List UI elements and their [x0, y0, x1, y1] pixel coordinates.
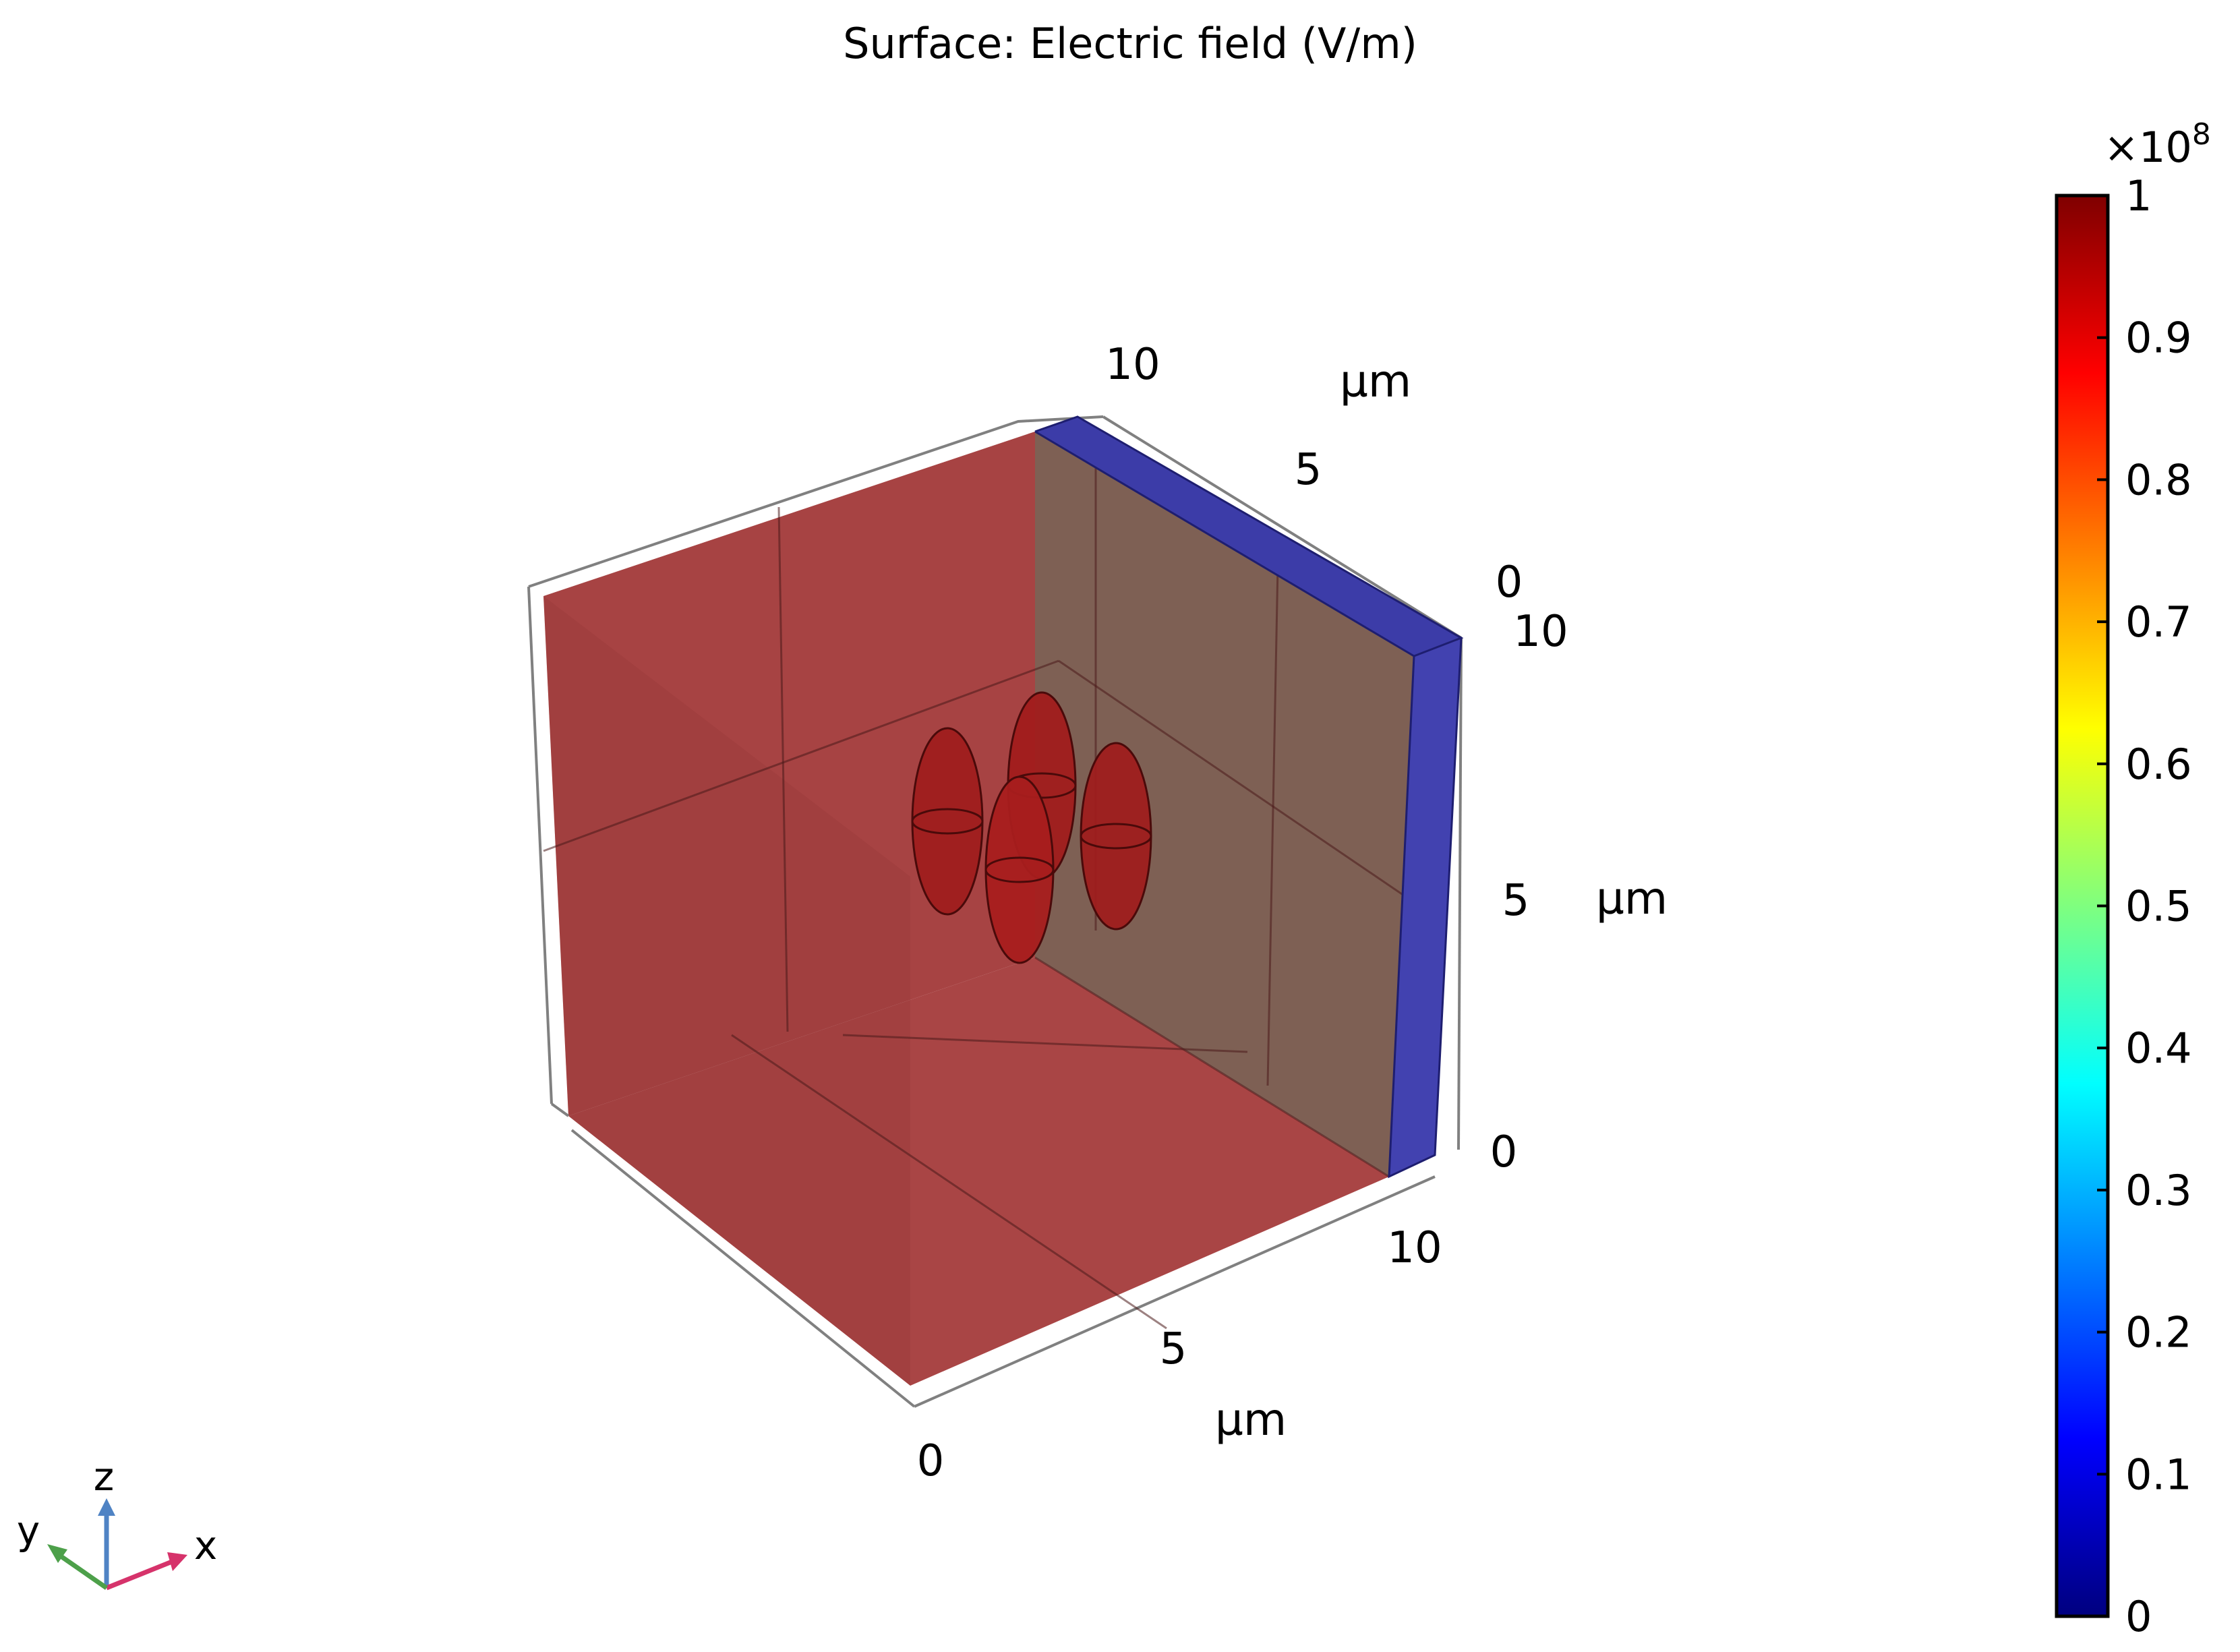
top-axis-unit: µm	[1340, 355, 1411, 407]
colorbar-tick-label: 0.4	[2125, 1024, 2192, 1073]
surface-front-shade	[543, 596, 910, 1386]
surface-back-wall	[1035, 432, 1414, 1177]
colorbar: ×108 0 0.1 0.2 0.3 0.4 0.5 0.6 0.7 0.8 0.9 1	[2055, 117, 2211, 1641]
axis-labels: 10 5 0 µm 10 5 0 µm 10 5 0 µm	[917, 340, 1668, 1486]
grid-corner-diagonal	[1034, 956, 1390, 1178]
box-front-bottom-edge	[550, 1102, 570, 1117]
grid-left-vertical	[777, 506, 789, 1032]
triad-y-arrowhead	[47, 1544, 67, 1563]
grid-left-horizontal	[543, 659, 1059, 852]
box-top-right-edge	[1102, 415, 1463, 639]
bounding-box-front	[550, 1102, 570, 1117]
colorbar-tick-label: 0.7	[2125, 597, 2192, 647]
scene	[527, 415, 1464, 1408]
triad-z-arrowhead	[98, 1498, 115, 1516]
colorbar-tick-label: 0	[2125, 1592, 2152, 1641]
box-right-vertical-edge	[1457, 637, 1463, 1150]
colorbar-exponent: ×108	[2104, 117, 2211, 172]
vertical-axis-tick-5: 5	[1502, 876, 1530, 926]
particles	[911, 691, 1152, 964]
colorbar-tick-label: 0.2	[2125, 1308, 2192, 1357]
vertical-axis-tick-0: 0	[1490, 1127, 1518, 1177]
top-axis-tick-10: 10	[1105, 340, 1160, 390]
particle-4	[984, 775, 1055, 964]
grid-floor-a	[731, 1034, 1167, 1330]
triad-x-axis	[105, 1559, 173, 1591]
grid-floor-b	[842, 1034, 1248, 1053]
colorbar-tick-label: 0.5	[2125, 882, 2192, 931]
slab-edges-front	[1388, 637, 1463, 1179]
particle-1	[911, 727, 984, 916]
triad-y-axis	[57, 1552, 108, 1590]
axis-triad: z x y	[17, 1454, 217, 1591]
triad-y-label: y	[17, 1508, 40, 1554]
triad-x-label: x	[194, 1523, 217, 1568]
grid-lines	[543, 465, 1407, 1330]
colorbar-tick-label: 0.3	[2125, 1166, 2192, 1215]
colorbar-exponent-power: 8	[2192, 117, 2211, 152]
colorbar-tick-label: 1	[2125, 171, 2152, 220]
colorbar-tick-label: 0.8	[2125, 455, 2192, 504]
colorbar-exponent-base: ×10	[2104, 123, 2192, 172]
triad-z-label: z	[94, 1454, 114, 1500]
grid-back-vertical-2	[1266, 566, 1279, 1086]
slab-top-face	[1035, 417, 1461, 656]
box-left-vertical-edge	[527, 586, 553, 1104]
top-axis-tick-5: 5	[1295, 445, 1322, 495]
electrode-slab	[1034, 415, 1464, 1179]
box-bottom-left-edge	[570, 1129, 916, 1408]
vertical-axis-tick-10: 10	[1513, 607, 1568, 657]
vertical-axis-unit: µm	[1596, 873, 1668, 924]
bottom-axis-tick-5: 5	[1160, 1324, 1187, 1374]
chart-title: Surface: Electric field (V/m)	[843, 19, 1417, 68]
colorbar-tick-label: 0.9	[2125, 314, 2192, 363]
particle-3	[1080, 742, 1152, 931]
colorbar-tick-label: 0.6	[2125, 740, 2192, 789]
bottom-axis-tick-0: 0	[917, 1436, 945, 1486]
top-axis-tick-0: 0	[1496, 558, 1523, 608]
bottom-axis-tick-10: 10	[1387, 1223, 1442, 1273]
grid-back-horizontal	[1058, 659, 1407, 898]
slab-front-face	[1389, 638, 1461, 1177]
colorbar-tick-label: 0.1	[2125, 1450, 2192, 1499]
bottom-axis-unit: µm	[1215, 1394, 1287, 1446]
surface-left-wall	[543, 432, 1035, 1116]
triad-x-arrowhead	[167, 1552, 187, 1571]
colorbar-ticks: 0 0.1 0.2 0.3 0.4 0.5 0.6 0.7 0.8 0.9 1	[2097, 171, 2192, 1641]
box-bottom-right-edge	[914, 1175, 1436, 1408]
